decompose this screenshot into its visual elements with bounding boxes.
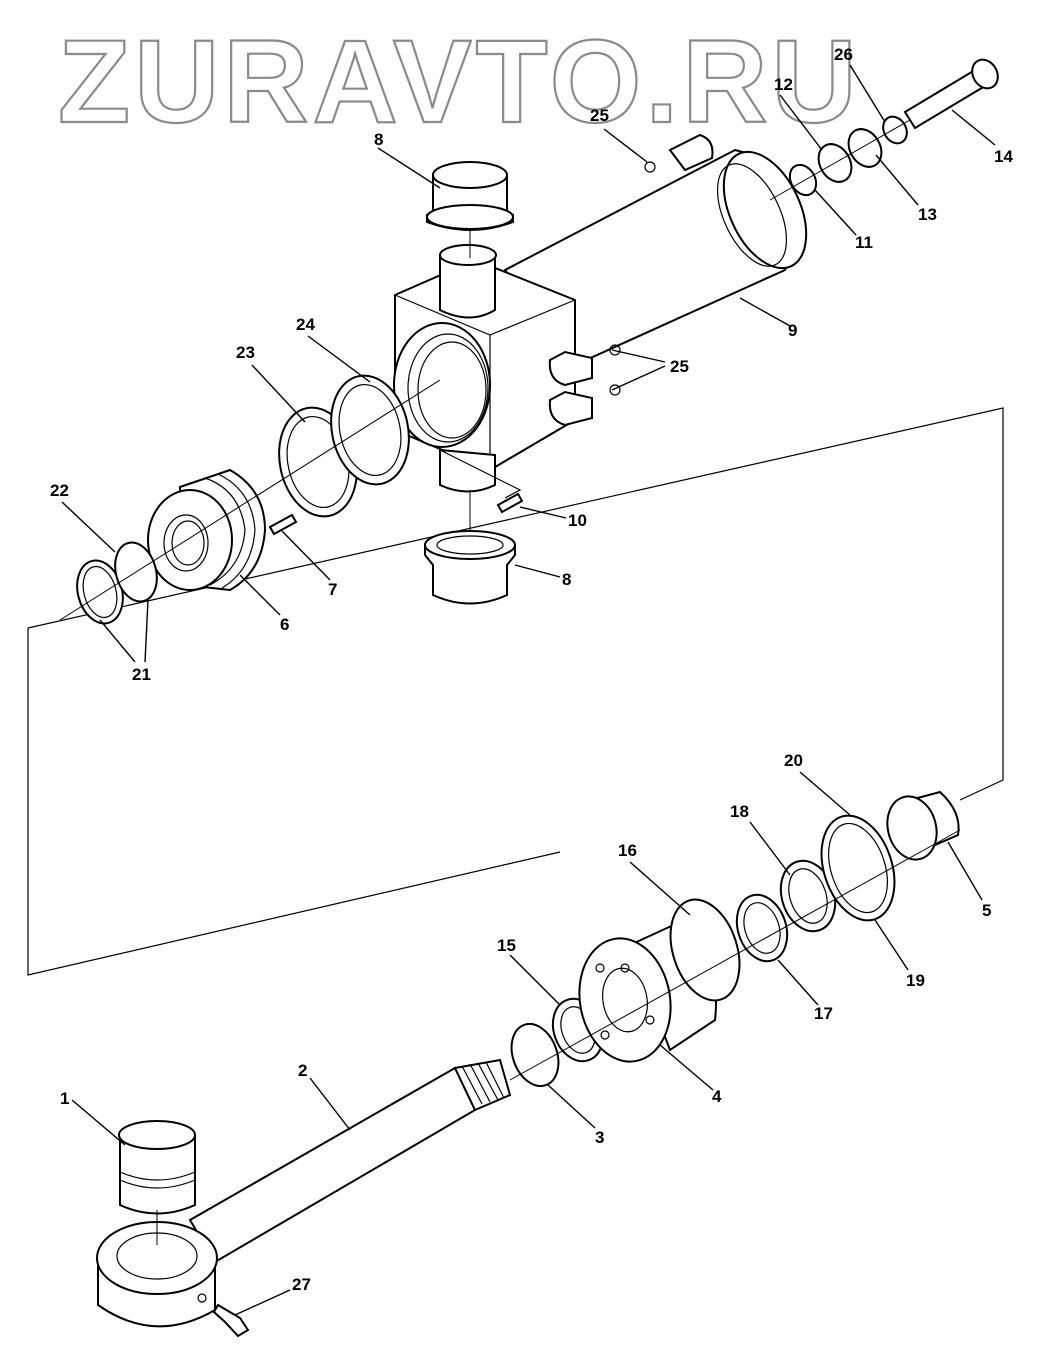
head-port-lower (548, 390, 593, 427)
o-ring-26 (882, 115, 908, 145)
assembly-bracket-line (27, 407, 1004, 976)
piston-rod (188, 1058, 512, 1264)
callout-3: 3 (595, 1128, 604, 1147)
callout-7: 7 (328, 580, 337, 599)
callout-24: 24 (296, 315, 315, 334)
seal-17 (735, 893, 789, 963)
o-ring-25-top (644, 161, 656, 173)
callout-4: 4 (712, 1087, 722, 1106)
callout-21: 21 (132, 665, 151, 684)
callout-12: 12 (774, 75, 793, 94)
bushing-1 (118, 1120, 196, 1215)
washer-11 (788, 163, 818, 197)
callout-20: 20 (784, 751, 803, 770)
piston (147, 468, 267, 592)
callout-19: 19 (906, 971, 925, 990)
set-screw-10 (496, 492, 524, 514)
callout-18: 18 (730, 802, 749, 821)
cylinder-head-block (393, 244, 593, 493)
callout-6: 6 (280, 615, 289, 634)
snap-ring-3 (510, 1023, 560, 1087)
callout-14: 14 (994, 147, 1013, 166)
bushing-5 (886, 790, 960, 861)
seal-19 (820, 814, 896, 922)
watermark-text: ZURAVTO.RU (58, 16, 861, 148)
callout-26: 26 (834, 45, 853, 64)
leader-lines (61, 64, 996, 1316)
callout-8-bottom: 8 (562, 570, 571, 589)
ring-13 (847, 128, 883, 168)
callout-22: 22 (50, 481, 69, 500)
callout-16: 16 (618, 841, 637, 860)
seal-ring-24 (330, 374, 410, 486)
cylinder-tube (503, 133, 808, 367)
callout-5: 5 (982, 901, 991, 920)
callout-25-top: 25 (590, 106, 609, 125)
tube-port-fitting (668, 133, 714, 172)
callout-9: 9 (788, 321, 797, 340)
callout-15: 15 (497, 936, 516, 955)
bushing-top (426, 161, 514, 231)
callout-27: 27 (292, 1275, 311, 1294)
callout-11: 11 (855, 233, 873, 252)
callout-25-side: 25 (670, 357, 689, 376)
callout-13: 13 (918, 205, 937, 224)
callout-1: 1 (60, 1089, 69, 1108)
callout-labels: 8 25 9 25 10 8 7 6 24 23 22 21 12 26 14 … (50, 45, 1013, 1294)
head-port-upper (548, 350, 593, 387)
callout-10: 10 (568, 511, 587, 530)
bushing-bottom (424, 530, 516, 605)
pin-14 (903, 58, 999, 130)
callout-2: 2 (298, 1061, 307, 1080)
o-ring-25-upper (609, 344, 621, 356)
grease-nipple-27 (197, 1293, 250, 1338)
o-ring-25-lower (609, 384, 621, 396)
callout-8-top: 8 (374, 130, 383, 149)
set-screw-7 (268, 513, 298, 536)
callout-17: 17 (814, 1004, 833, 1023)
o-ring-16 (669, 898, 741, 1002)
callout-23: 23 (236, 343, 255, 362)
